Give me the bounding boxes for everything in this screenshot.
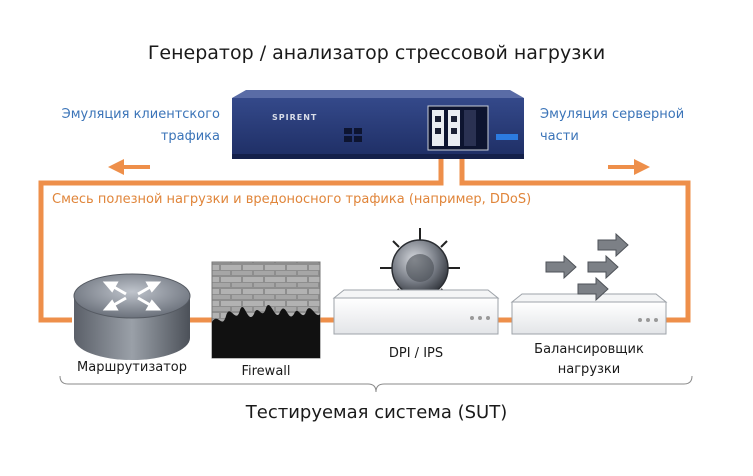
page-title: Генератор / анализатор стрессовой нагруз… (147, 42, 606, 64)
traffic-loop (38, 146, 691, 323)
server-arrow-icon (608, 159, 650, 175)
traffic-mix-label: Смесь полезной нагрузки и вредоносного т… (52, 192, 532, 207)
client-emulation-line-1: Эмуляция клиентского (61, 107, 220, 122)
balancer-label-line-2: нагрузки (557, 362, 621, 377)
load-balancer-icon (510, 232, 668, 335)
server-emulation-line-2: части (540, 129, 579, 144)
dpi-ips-label: DPI / IPS (388, 346, 444, 361)
client-arrow-icon (108, 159, 150, 175)
router-icon (73, 273, 191, 360)
router-label: Маршрутизатор (77, 360, 187, 375)
client-emulation-line-2: трафика (160, 129, 220, 144)
firewall-label: Firewall (241, 364, 291, 379)
balancer-label-line-1: Балансировщик (534, 342, 644, 357)
client-emulation-label: Эмуляция клиентского трафика (40, 104, 220, 148)
generator-brand: SPIRENT (272, 113, 318, 122)
balancer-label: Балансировщик нагрузки (516, 340, 662, 380)
sut-label: Тестируемая система (SUT) (245, 402, 508, 423)
server-emulation-line-1: Эмуляция серверной (540, 107, 685, 122)
spirent-generator (232, 90, 524, 159)
server-emulation-label: Эмуляция серверной части (540, 104, 740, 148)
dpi-ips-icon (332, 228, 500, 335)
sut-brace (59, 375, 693, 393)
firewall-icon (211, 261, 321, 359)
